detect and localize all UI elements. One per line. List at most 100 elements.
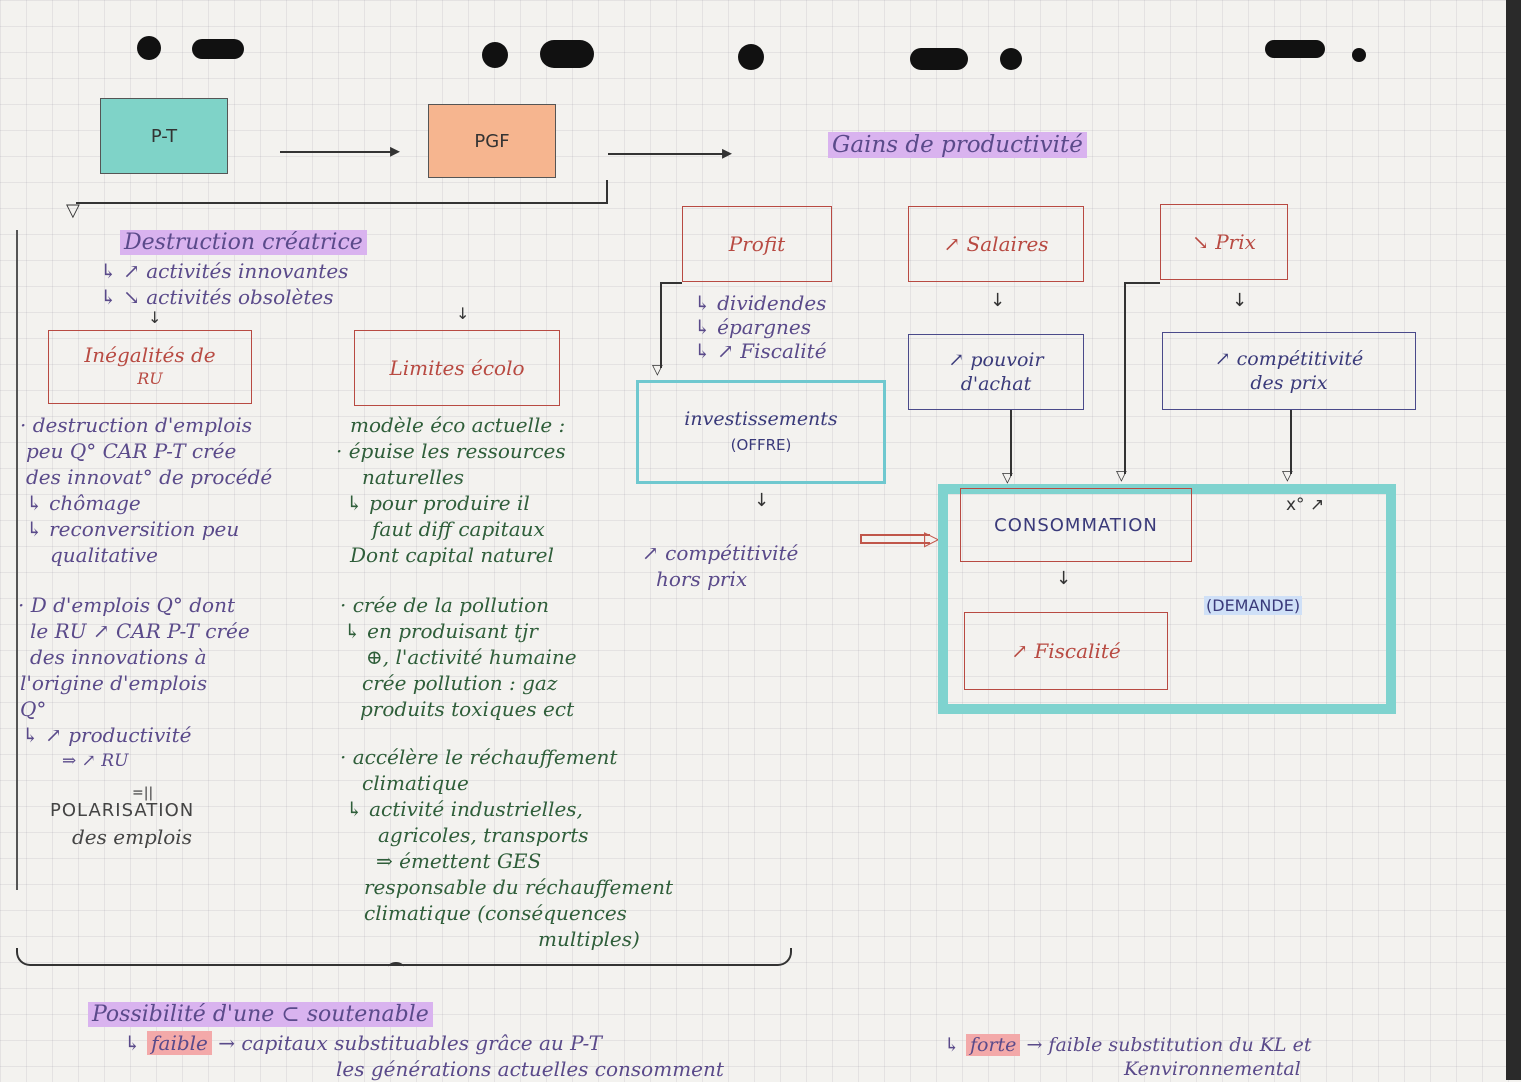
hors-prix-line2: hors prix: [656, 567, 748, 591]
inegalites-note: · destruction d'emplois: [20, 413, 253, 437]
arrow-down: ↓: [754, 490, 770, 511]
forte-line: ↳ forte → faible substitution du KL et: [944, 1034, 1312, 1056]
arrow-down: ↓: [990, 290, 1006, 311]
binder-hole: [1000, 48, 1022, 70]
binder-hole: [738, 44, 764, 70]
binder-slot: [910, 48, 968, 70]
limites-note: agricoles, transports: [378, 823, 589, 847]
limites-title: Limites écolo: [389, 356, 525, 380]
brace-tip: [388, 962, 404, 972]
arrow-head-down: ▽: [652, 362, 663, 378]
limites-note: climatique: [362, 771, 469, 795]
limites-note: produits toxiques ect: [360, 697, 575, 721]
double-arrow-head: ▷: [924, 526, 940, 550]
inegalites-note: peu Q° CAR P-T crée: [26, 439, 237, 463]
inegalites-note: des innovations à: [30, 645, 207, 669]
connector-line: [1124, 282, 1160, 284]
destruction-line2: ↳ ↘ activités obsolètes: [100, 285, 334, 309]
equal-mark: =||: [132, 785, 154, 801]
invest-line2: (OFFRE): [730, 436, 792, 454]
possibilite-title: Possibilité d'une ⊂ soutenable: [88, 1002, 433, 1028]
compet-prix-box: ↗ compétitivité des prix: [1162, 332, 1416, 410]
binder-slot: [1265, 40, 1325, 58]
limites-note: Dont capital naturel: [350, 543, 554, 567]
forte-label: forte: [965, 1034, 1021, 1056]
profit-note: ↳ épargnes: [694, 315, 812, 339]
profit-note: ↳ ↗ Fiscalité: [694, 339, 827, 363]
page-edge: [1506, 0, 1521, 1080]
faible-label: faible: [147, 1031, 212, 1055]
limites-note: ↳ en produisant tjr: [344, 619, 538, 643]
consommation-box: CONSOMMATION: [960, 488, 1192, 562]
limites-note: modèle éco actuelle :: [350, 413, 566, 437]
connector-line: [660, 282, 682, 284]
compet-line1: ↗ compétitivité: [1214, 348, 1364, 370]
inegalites-note: ⇒ ↗ RU: [62, 751, 129, 771]
prix-label: ↘ Prix: [1192, 230, 1256, 254]
pouvoir-line1: ↗ pouvoir: [948, 349, 1044, 371]
limites-note: · accélère le réchauffement: [340, 745, 618, 769]
polarisation-sub: des emplois: [72, 825, 192, 849]
gains-title: Gains de productivité: [828, 132, 1087, 158]
fiscalite-box: ↗ Fiscalité: [964, 612, 1168, 690]
inegalites-title-2: RU: [137, 369, 163, 388]
pouvoir-box: ↗ pouvoir d'achat: [908, 334, 1084, 410]
hors-prix-line1: ↗ compétitivité: [642, 541, 799, 565]
arrow-down: ↓: [1056, 568, 1072, 589]
limites-note: ⊕, l'activité humaine: [366, 645, 577, 669]
pt-label: P-T: [150, 125, 178, 147]
binder-slot: [540, 40, 594, 68]
arrow-line: [280, 151, 396, 153]
arrow-down: ↓: [1232, 290, 1248, 311]
arrow-head-right: ▸: [722, 140, 733, 164]
salaires-box: ↗ Salaires: [908, 206, 1084, 282]
pt-box: P-T: [100, 98, 228, 174]
limites-box: Limites écolo: [354, 330, 560, 406]
binder-hole: [137, 36, 161, 60]
arrow-head-down: ▽: [1002, 470, 1013, 486]
consommation-label: CONSOMMATION: [994, 514, 1158, 536]
limites-note: crée pollution : gaz: [362, 671, 558, 695]
binder-slot: [192, 39, 244, 59]
polarisation-title: POLARISATION: [50, 800, 195, 821]
limites-note: faut diff capitaux: [372, 517, 545, 541]
limites-note: ⇒ émettent GES: [376, 849, 542, 873]
double-arrow: [860, 534, 930, 544]
destruction-line1: ↳ ↗ activités innovantes: [100, 259, 349, 283]
connector-line: [1290, 410, 1292, 474]
xo-label: x° ↗: [1286, 495, 1325, 515]
arrow-head-down: ▽: [1282, 468, 1293, 484]
binder-hole: [482, 42, 508, 68]
frame-line: [16, 230, 18, 890]
pgf-label: PGF: [474, 130, 510, 152]
connector-line: [1124, 282, 1126, 474]
forte-line2: Kenvironnemental: [1124, 1058, 1301, 1080]
binder-hole: [1352, 48, 1366, 62]
demande-frame: [938, 484, 1396, 714]
pgf-box: PGF: [428, 104, 556, 178]
inegalites-note: des innovat° de procédé: [26, 465, 273, 489]
brace-left: [16, 948, 396, 966]
limites-note: ↳ pour produire il: [346, 491, 530, 515]
inegalites-note: ↳ reconversition peu: [26, 517, 240, 541]
inegalites-title-1: Inégalités de: [84, 343, 216, 367]
arrow-down: ↓: [456, 304, 470, 323]
inegalites-note: · D d'emplois Q° dont: [18, 593, 235, 617]
limites-note: responsable du réchauffement: [364, 875, 674, 899]
invest-line1: investissements: [684, 408, 838, 430]
fiscalite-label: ↗ Fiscalité: [1011, 639, 1121, 663]
profit-label: Profit: [728, 232, 786, 256]
compet-line2: des prix: [1250, 372, 1328, 394]
profit-note: ↳ dividendes: [694, 291, 827, 315]
connector-line: [76, 202, 608, 204]
inegalites-note: l'origine d'emplois: [20, 671, 208, 695]
limites-note: naturelles: [362, 465, 465, 489]
profit-box: Profit: [682, 206, 832, 282]
inegalites-note: qualitative: [50, 543, 158, 567]
arrow-head-down: ▽: [66, 200, 80, 221]
limites-note: ↳ activité industrielles,: [346, 797, 583, 821]
limites-note: · épuise les ressources: [336, 439, 566, 463]
pouvoir-line2: d'achat: [960, 373, 1032, 395]
inegalites-note: le RU ↗ CAR P-T crée: [30, 619, 250, 643]
limites-note: climatique (conséquences: [364, 901, 627, 925]
